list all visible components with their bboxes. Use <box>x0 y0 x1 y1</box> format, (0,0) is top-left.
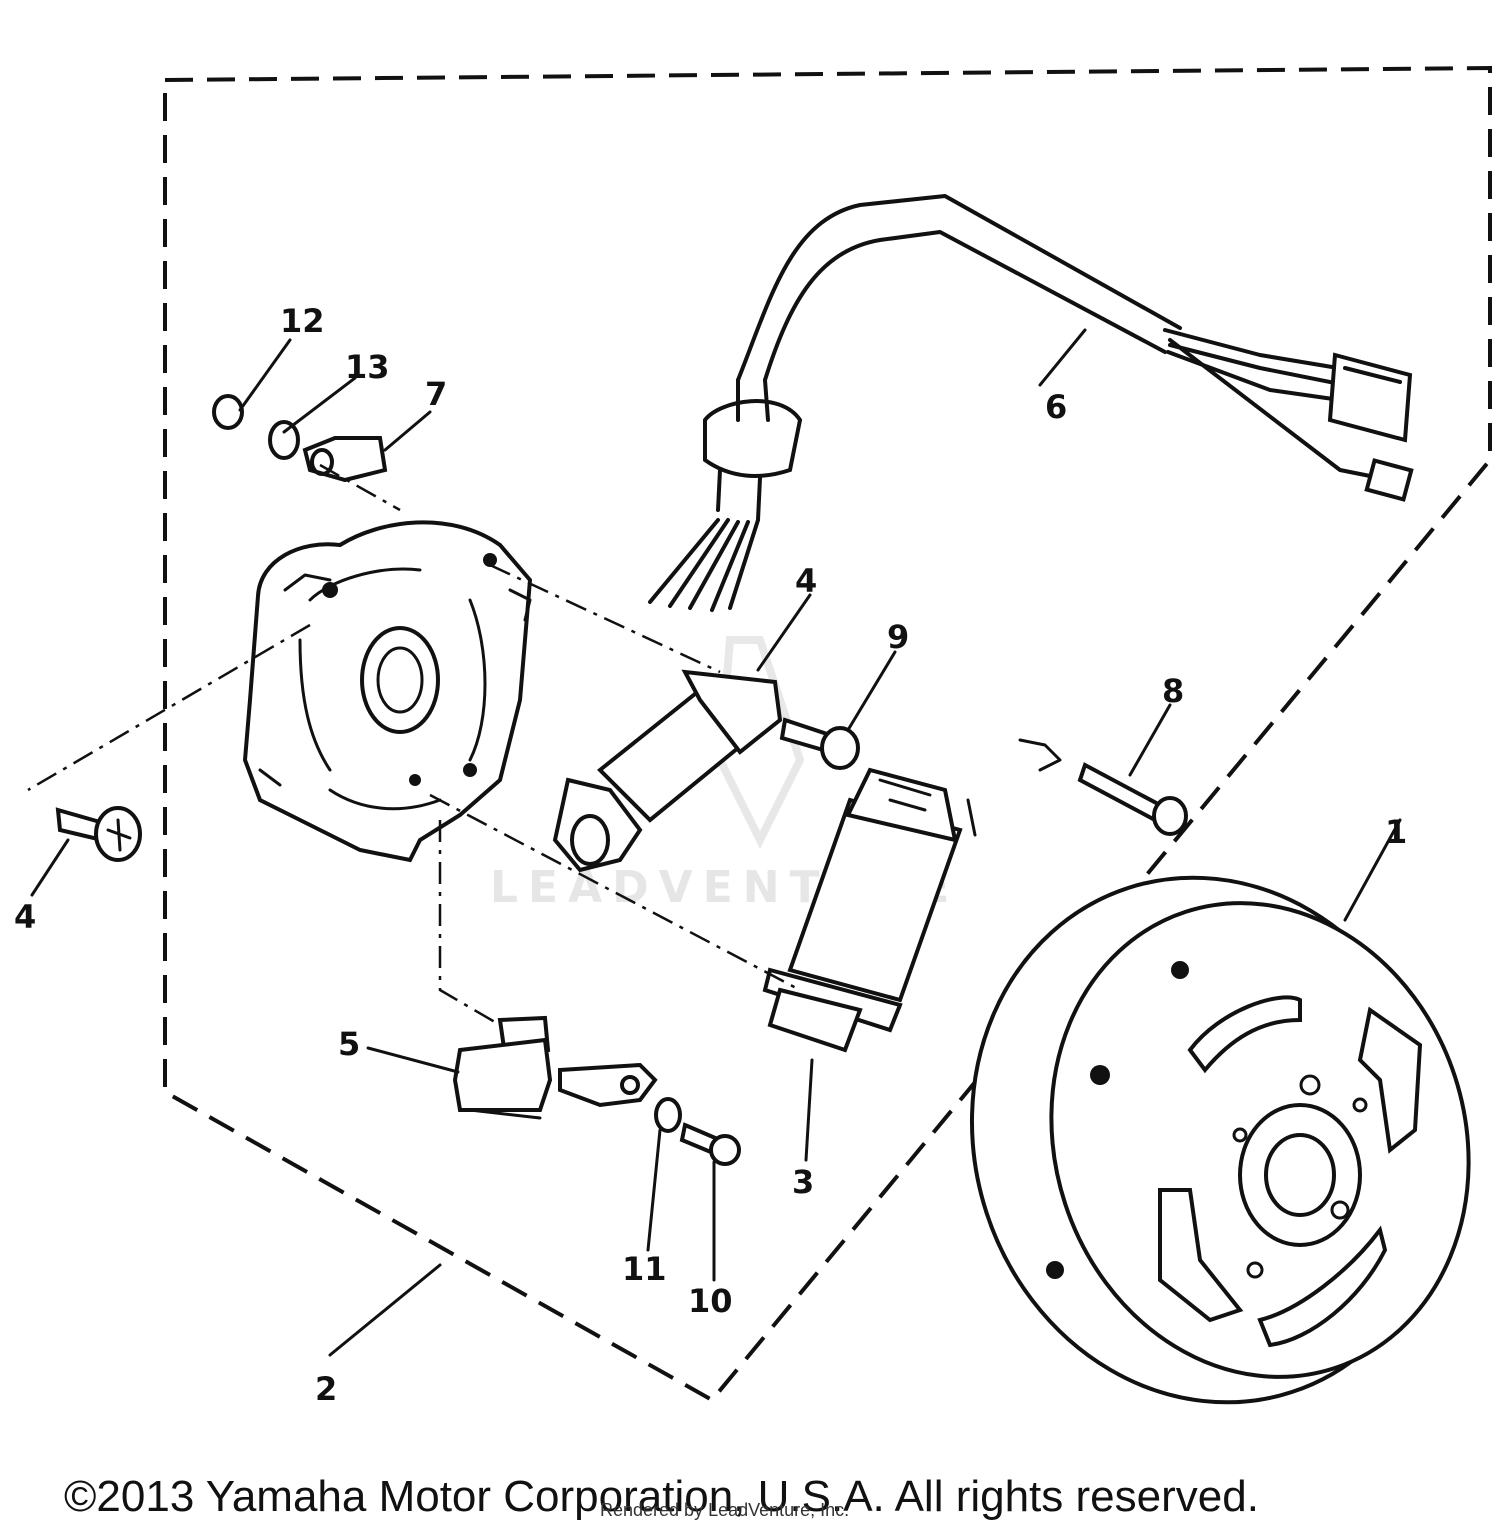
part-2-stator-base <box>242 520 533 863</box>
part-11-washer <box>654 1097 682 1133</box>
leader-lines <box>30 328 1402 1357</box>
callout-4-upper: 4 <box>795 562 817 600</box>
part-3-coil-lower <box>762 767 977 1053</box>
callout-1: 1 <box>1385 813 1407 851</box>
callout-6: 6 <box>1045 388 1067 426</box>
callout-5: 5 <box>338 1025 360 1063</box>
part-4-coil-upper <box>552 669 783 873</box>
callout-8: 8 <box>1162 672 1184 710</box>
callout-4-left: 4 <box>14 898 36 936</box>
rendered-by-note: Rendered by LeadVenture, Inc. <box>600 1500 850 1520</box>
callout-3: 3 <box>792 1163 814 1201</box>
part-4-screw-left <box>55 806 142 862</box>
callout-11: 11 <box>622 1250 667 1288</box>
part-8-screw <box>1018 738 1188 836</box>
part-5-pickup-coil <box>452 1015 553 1120</box>
part-10-screw <box>679 1122 741 1166</box>
callout-9: 9 <box>887 618 909 656</box>
callout-10: 10 <box>688 1282 733 1320</box>
part-13-washer <box>268 420 300 460</box>
part-9-screw <box>779 717 860 770</box>
part-7-clamp <box>302 436 388 483</box>
callouts: 1 2 3 4 4 5 6 7 8 9 10 11 12 13 <box>14 302 1407 1408</box>
bracket <box>558 1062 658 1108</box>
assembly-lines <box>27 463 801 1027</box>
copyright-notice: ©2013 Yamaha Motor Corporation, U.S.A. A… <box>64 1472 1259 1521</box>
callout-7: 7 <box>425 375 447 413</box>
callout-12: 12 <box>280 302 325 340</box>
part-12-screw <box>212 394 244 430</box>
part-6-wire-harness <box>648 194 1414 612</box>
callout-2: 2 <box>315 1370 337 1408</box>
callout-13: 13 <box>345 348 390 386</box>
part-1-flywheel <box>969 875 1471 1405</box>
